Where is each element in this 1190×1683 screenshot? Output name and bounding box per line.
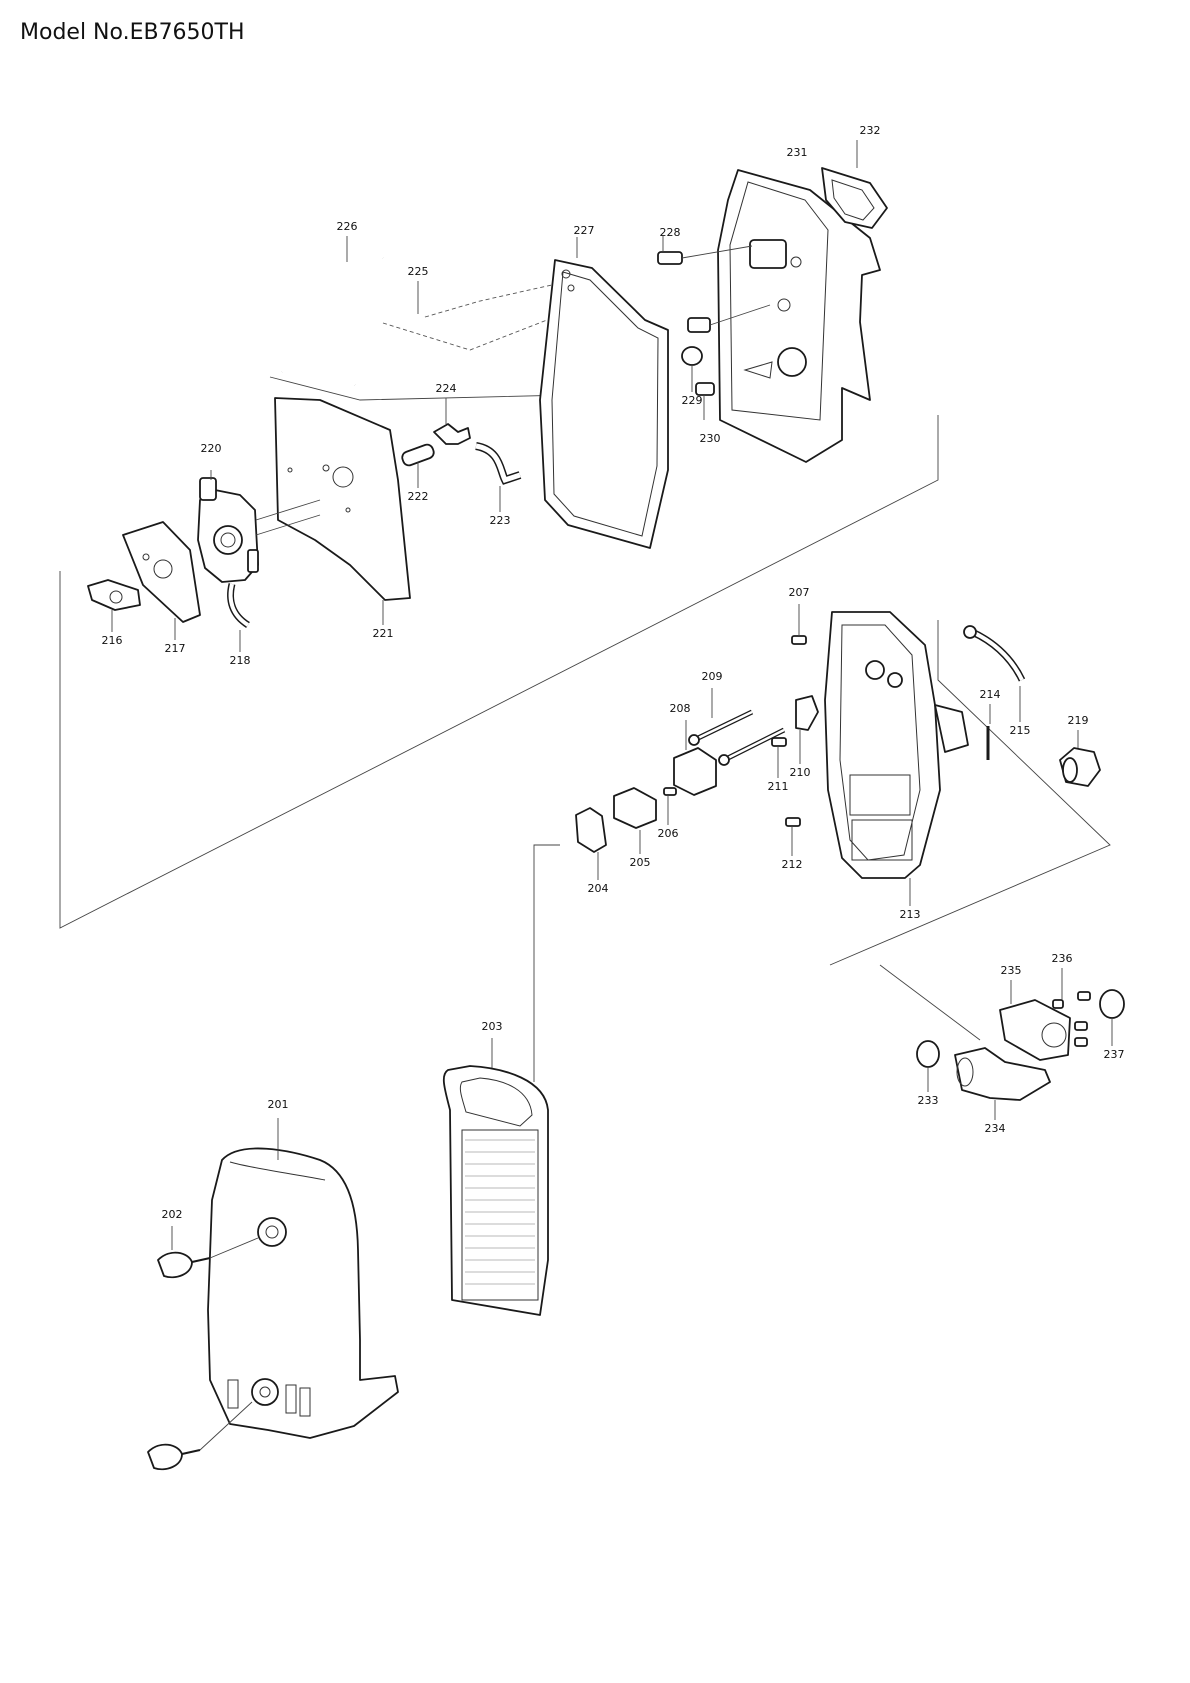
part-233-o-ring (916, 1040, 940, 1092)
part-229-bushing (681, 304, 771, 392)
part-205-holder (613, 787, 657, 854)
callout-224: 224 (436, 382, 457, 395)
part-235-cover (999, 980, 1071, 1061)
callout-215: 215 (1010, 724, 1031, 737)
part-234-primer-body (954, 1047, 1051, 1120)
part-211-screw (771, 737, 787, 778)
callout-212: 212 (782, 858, 803, 871)
part-221-insulator-plate (274, 397, 411, 625)
callout-210: 210 (790, 766, 811, 779)
callout-202: 202 (162, 1208, 183, 1221)
part-225-hose (334, 281, 426, 387)
callout-204: 204 (588, 882, 609, 895)
part-214-pin (986, 704, 991, 760)
callout-211: 211 (768, 780, 789, 793)
callout-205: 205 (630, 856, 651, 869)
model-title: Model No.EB7650TH (20, 20, 245, 45)
callout-213: 213 (900, 908, 921, 921)
callout-207: 207 (789, 586, 810, 599)
callout-236: 236 (1052, 952, 1073, 965)
callout-233: 233 (918, 1094, 939, 1107)
callout-232: 232 (860, 124, 881, 137)
part-203-air-filter (442, 1038, 549, 1316)
part-222-pipe (401, 443, 435, 488)
hose-dashed-lines (382, 281, 566, 351)
callout-230: 230 (700, 432, 721, 445)
part-212-screw (785, 817, 801, 856)
callout-229: 229 (682, 394, 703, 407)
part-217-insulator (122, 521, 201, 640)
part-223-hose (474, 442, 522, 512)
callout-227: 227 (574, 224, 595, 237)
part-218-fuel-hose (227, 583, 251, 652)
callout-206: 206 (658, 827, 679, 840)
callout-237: 237 (1104, 1048, 1125, 1061)
part-224-t-connector (433, 398, 471, 445)
callout-203: 203 (482, 1020, 503, 1033)
part-202-knob (147, 1226, 259, 1471)
part-207-screw (791, 604, 807, 645)
callout-209: 209 (702, 670, 723, 683)
part-204-lever (575, 807, 607, 880)
part-237-o-ring (1099, 989, 1125, 1046)
callout-labels: 201 202 203 204 205 206 207 208 209 210 … (102, 124, 1125, 1221)
callout-228: 228 (660, 226, 681, 239)
part-216-gasket (87, 579, 141, 632)
callout-218: 218 (230, 654, 251, 667)
callout-234: 234 (985, 1122, 1006, 1135)
part-236-screws (1052, 968, 1091, 1047)
part-228-screw (657, 236, 753, 265)
part-213-air-cleaner-base (824, 611, 969, 906)
callout-235: 235 (1001, 964, 1022, 977)
part-226-hose (280, 236, 384, 373)
callout-216: 216 (102, 634, 123, 647)
part-210-clip (795, 695, 819, 764)
callout-214: 214 (980, 688, 1001, 701)
part-227-gasket-frame (539, 237, 669, 549)
callout-201: 201 (268, 1098, 289, 1111)
callout-220: 220 (201, 442, 222, 455)
part-219-primer-pump (1059, 730, 1101, 787)
callout-223: 223 (490, 514, 511, 527)
callout-222: 222 (408, 490, 429, 503)
part-201-cover (207, 1118, 399, 1439)
callout-221: 221 (373, 627, 394, 640)
part-208-holder (673, 720, 717, 796)
part-220-carburetor (197, 470, 321, 583)
callout-225: 225 (408, 265, 429, 278)
callout-231: 231 (787, 146, 808, 159)
part-231-air-cleaner-case (717, 169, 881, 463)
callout-226: 226 (337, 220, 358, 233)
callout-208: 208 (670, 702, 691, 715)
callout-217: 217 (165, 642, 186, 655)
part-206-screw (663, 787, 677, 825)
part-230-screw (695, 382, 715, 420)
callout-219: 219 (1068, 714, 1089, 727)
part-232-gasket (821, 140, 888, 229)
part-209-bolts (688, 688, 786, 766)
part-215-lever (963, 625, 1026, 722)
